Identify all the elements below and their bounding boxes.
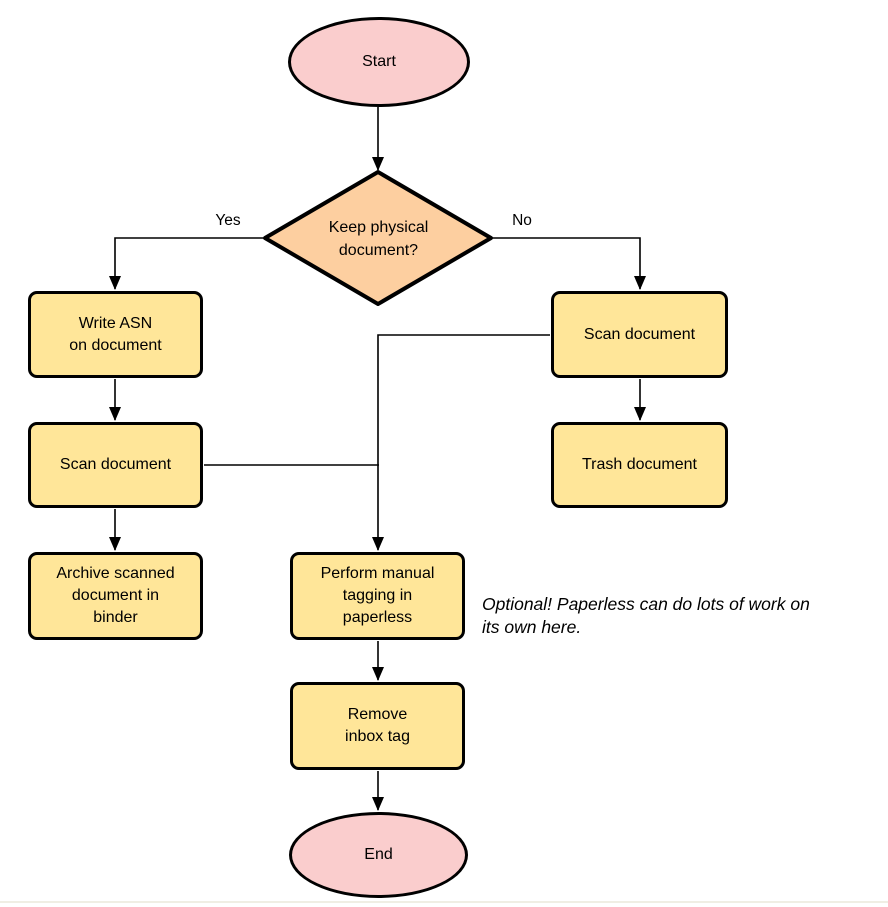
end-node: End: [289, 812, 468, 898]
scan-document-left-node: Scan document: [28, 422, 203, 508]
end-label: End: [364, 846, 393, 863]
write-asn-node: Write ASN on document: [28, 291, 203, 378]
perform-tagging-label: Perform manual tagging in paperless: [320, 565, 435, 626]
scan-document-left-label: Scan document: [59, 456, 172, 473]
write-asn-label: Write ASN on document: [69, 314, 162, 354]
scan-document-right-node: Scan document: [551, 291, 728, 378]
archive-node: Archive scanned document in binder: [28, 552, 203, 640]
no-edge-label: No: [512, 212, 532, 229]
edge-decision-yes: [109, 237, 263, 290]
remove-inbox-tag-label: Remove inbox tag: [345, 706, 410, 745]
archive-label: Archive scanned document in binder: [56, 565, 175, 626]
remove-inbox-tag-node: Remove inbox tag: [290, 682, 465, 770]
perform-tagging-node: Perform manual tagging in paperless: [290, 552, 465, 640]
start-node: Start: [288, 17, 470, 107]
trash-document-label: Trash document: [581, 456, 697, 473]
decision-label: Keep physical document?: [328, 219, 429, 259]
edge-scanright-to-perform: [372, 334, 550, 551]
bottom-divider: [0, 901, 888, 903]
optional-annotation: Optional! Paperless can do lots of work …: [482, 594, 810, 637]
yes-edge-label: Yes: [215, 212, 241, 229]
trash-document-node: Trash document: [551, 422, 728, 508]
decision-node: [263, 170, 493, 306]
scan-document-right-label: Scan document: [583, 325, 696, 343]
start-label: Start: [362, 53, 396, 70]
edge-decision-no: [493, 237, 646, 290]
